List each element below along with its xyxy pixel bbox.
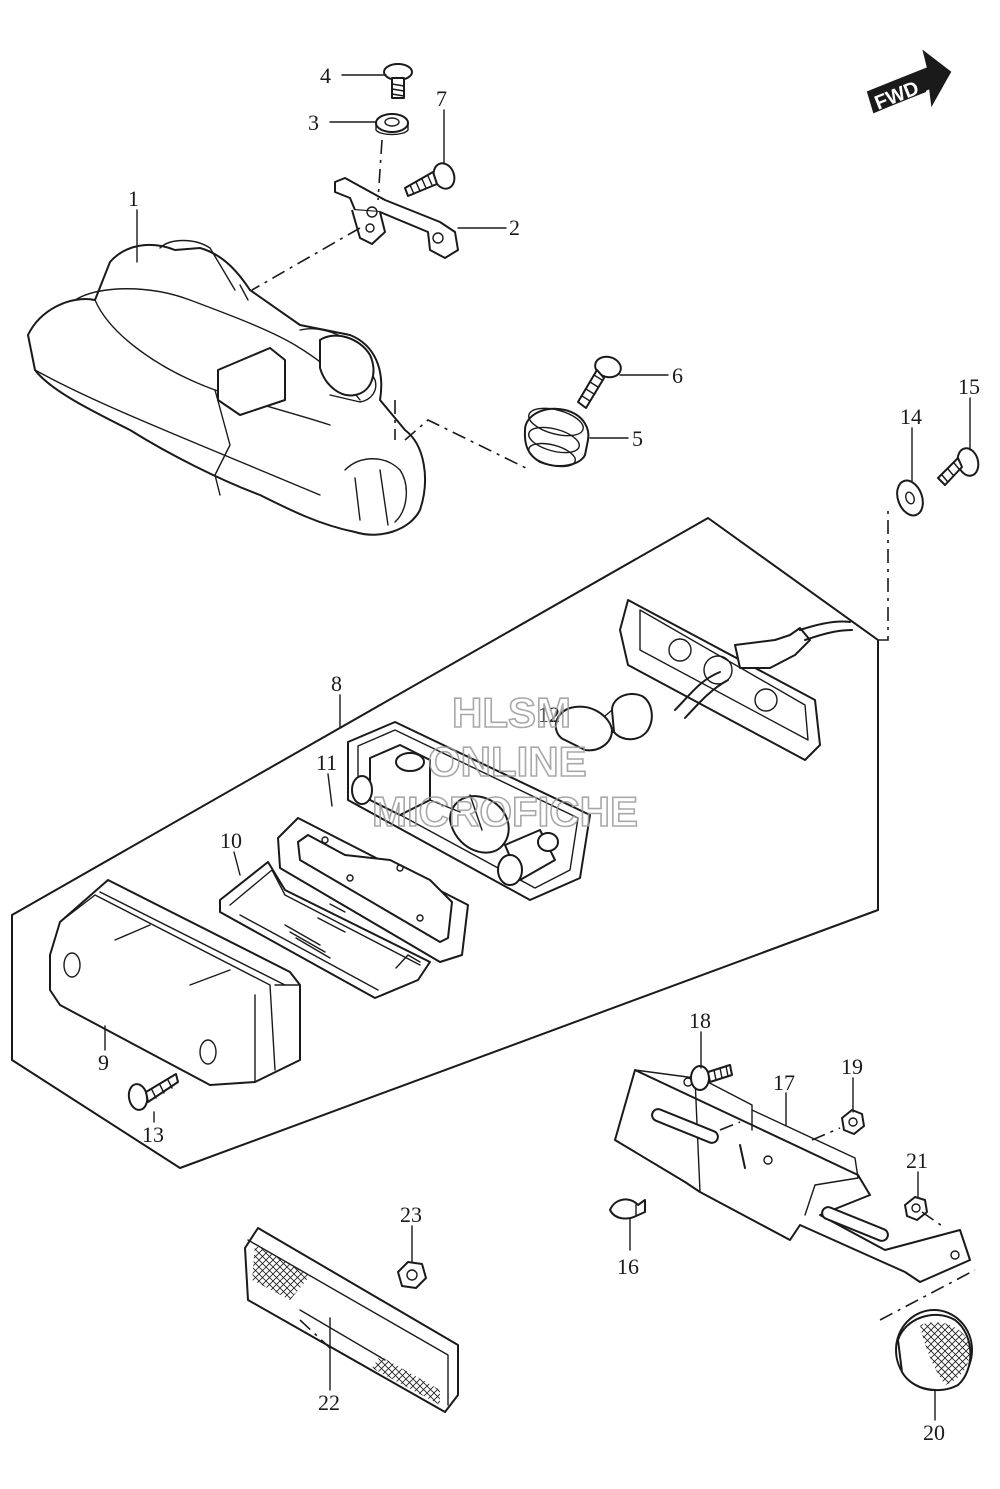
callout-15: 15 <box>958 374 980 399</box>
callout-10: 10 <box>220 828 242 853</box>
assembly-outline-8 <box>11 517 879 1169</box>
screw-part-4 <box>383 63 413 99</box>
watermark-line1: HLSM <box>452 689 571 736</box>
callout-16: 16 <box>617 1254 639 1279</box>
nut-part-19 <box>841 1109 865 1135</box>
bulb-socket-assembly <box>554 599 853 761</box>
bolt-part-18 <box>690 1064 733 1091</box>
callout-22: 22 <box>318 1390 340 1415</box>
callout-9: 9 <box>98 1050 109 1075</box>
callout-19: 19 <box>841 1054 863 1079</box>
rect-reflector-part-22 <box>244 1227 459 1413</box>
callout-18: 18 <box>689 1008 711 1033</box>
fwd-arrow-icon: FWD <box>866 49 952 115</box>
callout-23: 23 <box>400 1202 422 1227</box>
callout-21: 21 <box>906 1148 928 1173</box>
callout-11: 11 <box>316 750 337 775</box>
washer-part-14 <box>896 479 924 517</box>
callout-2: 2 <box>509 215 520 240</box>
callout-8: 8 <box>331 671 342 696</box>
callout-14: 14 <box>900 404 922 429</box>
grommet-part-5 <box>523 407 590 468</box>
gasket-part-11 <box>277 817 469 963</box>
lamp-base-plate <box>347 721 591 901</box>
assembly-lines <box>251 139 976 1349</box>
callout-20: 20 <box>923 1420 945 1445</box>
callout-3: 3 <box>308 110 319 135</box>
screw-part-7 <box>404 162 456 197</box>
callout-numbers: 1 2 3 4 5 6 7 8 9 10 11 12 13 14 15 16 1… <box>98 63 980 1445</box>
callout-12: 12 <box>538 702 560 727</box>
bulb-part-16 <box>609 1198 646 1220</box>
lens-part-9 <box>49 879 301 1086</box>
callout-17: 17 <box>773 1070 795 1095</box>
screw-part-15 <box>937 447 980 486</box>
round-reflector-part-20 <box>895 1309 973 1392</box>
callout-13: 13 <box>142 1122 164 1147</box>
watermark-line3: MICROFICHE <box>372 788 638 835</box>
screw-part-13 <box>127 1073 179 1111</box>
callout-4: 4 <box>320 63 331 88</box>
watermark-line2: ONLINE <box>428 738 587 785</box>
callout-6: 6 <box>672 363 683 388</box>
nut-part-23 <box>397 1261 427 1289</box>
tail-light-housing <box>27 239 426 536</box>
screw-part-6 <box>577 355 622 409</box>
lens-holder-part-10 <box>219 861 431 999</box>
callout-1: 1 <box>128 186 139 211</box>
callout-leaders <box>104 74 971 1421</box>
washer-part-3 <box>375 113 409 136</box>
watermark: HLSM ONLINE MICROFICHE <box>371 688 639 836</box>
callout-5: 5 <box>632 426 643 451</box>
nut-part-21 <box>904 1196 928 1221</box>
bracket-part-2 <box>334 177 459 259</box>
callout-7: 7 <box>436 86 447 111</box>
license-bracket-part-17 <box>614 1069 971 1283</box>
